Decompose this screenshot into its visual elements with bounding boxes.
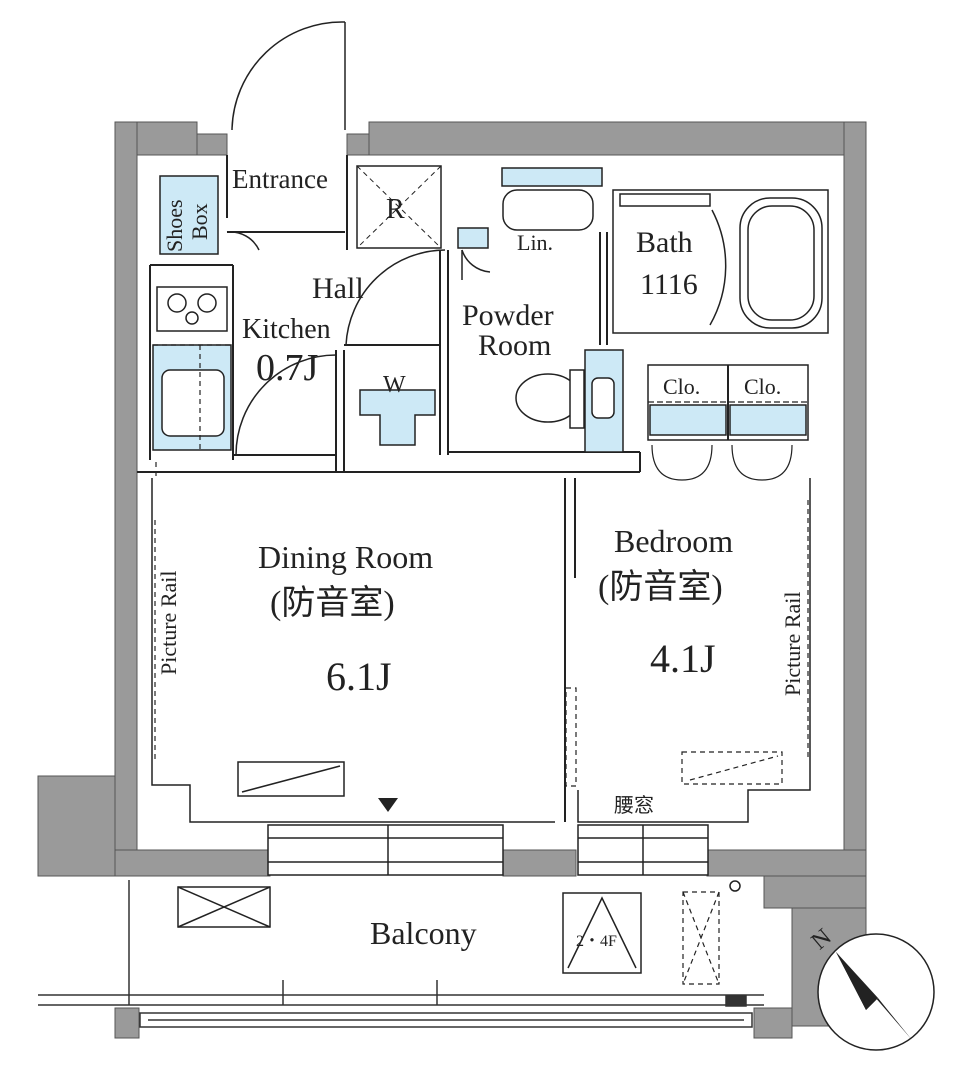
closet-doors xyxy=(648,401,808,481)
dining-area-label: 6.1J xyxy=(326,654,392,699)
bath-size-label: 1116 xyxy=(640,268,698,301)
hall-label: Hall xyxy=(312,272,364,305)
dining-room-label: Dining Room xyxy=(258,539,433,575)
powder-room-label-2: Room xyxy=(478,329,551,362)
kitchen-area-label: 0.7J xyxy=(256,347,318,389)
closet-label-2: Clo. xyxy=(744,374,781,399)
washer-pan xyxy=(359,389,436,446)
bedroom-soundproof-label: (防音室) xyxy=(598,568,723,606)
picture-rail-left-label: Picture Rail xyxy=(156,571,181,675)
bedroom-area-label: 4.1J xyxy=(650,636,716,681)
closet-rail-2 xyxy=(729,404,807,436)
picture-rail-right-label: Picture Rail xyxy=(780,592,805,696)
bath-label: Bath xyxy=(636,226,693,259)
powder-room-label-1: Powder xyxy=(462,299,554,332)
interior-walls xyxy=(137,155,829,823)
closet-rail-1 xyxy=(649,404,727,436)
toilet-icon xyxy=(515,369,615,429)
windows xyxy=(267,824,709,876)
linen-shelf xyxy=(457,227,489,249)
balcony-railing xyxy=(38,880,764,1028)
washbasin-counter xyxy=(501,167,603,187)
balcony-label: Balcony xyxy=(370,915,477,951)
linen-label: Lin. xyxy=(517,230,553,255)
refrigerator-label: R xyxy=(386,194,405,225)
bedroom-label: Bedroom xyxy=(614,523,733,559)
evac-floor-label: 2・4F xyxy=(576,933,617,950)
waist-window-label: 腰窓 xyxy=(614,794,654,817)
washer-label: W xyxy=(383,372,406,398)
shoes-box-label-1: Shoes xyxy=(162,199,187,252)
dining-soundproof-label: (防音室) xyxy=(270,584,395,622)
fixtures xyxy=(152,167,807,453)
compass-icon xyxy=(817,933,935,1051)
entrance-marker-icon xyxy=(378,798,398,812)
shoes-box-label-2: Box xyxy=(187,203,212,240)
kitchen-label: Kitchen xyxy=(242,314,331,345)
entrance-label: Entrance xyxy=(232,164,328,194)
shoes-box xyxy=(159,175,219,255)
floor-hatch xyxy=(237,761,345,797)
dashed-items xyxy=(153,344,809,985)
drain-icon xyxy=(729,880,741,892)
door-swings xyxy=(226,21,727,456)
stove-icon xyxy=(156,286,228,332)
evacuation-ladder-icon xyxy=(562,892,642,974)
ac-outdoor-unit-icon xyxy=(177,886,271,928)
closet-label-1: Clo. xyxy=(663,374,700,399)
bathtub-icon xyxy=(619,193,823,329)
